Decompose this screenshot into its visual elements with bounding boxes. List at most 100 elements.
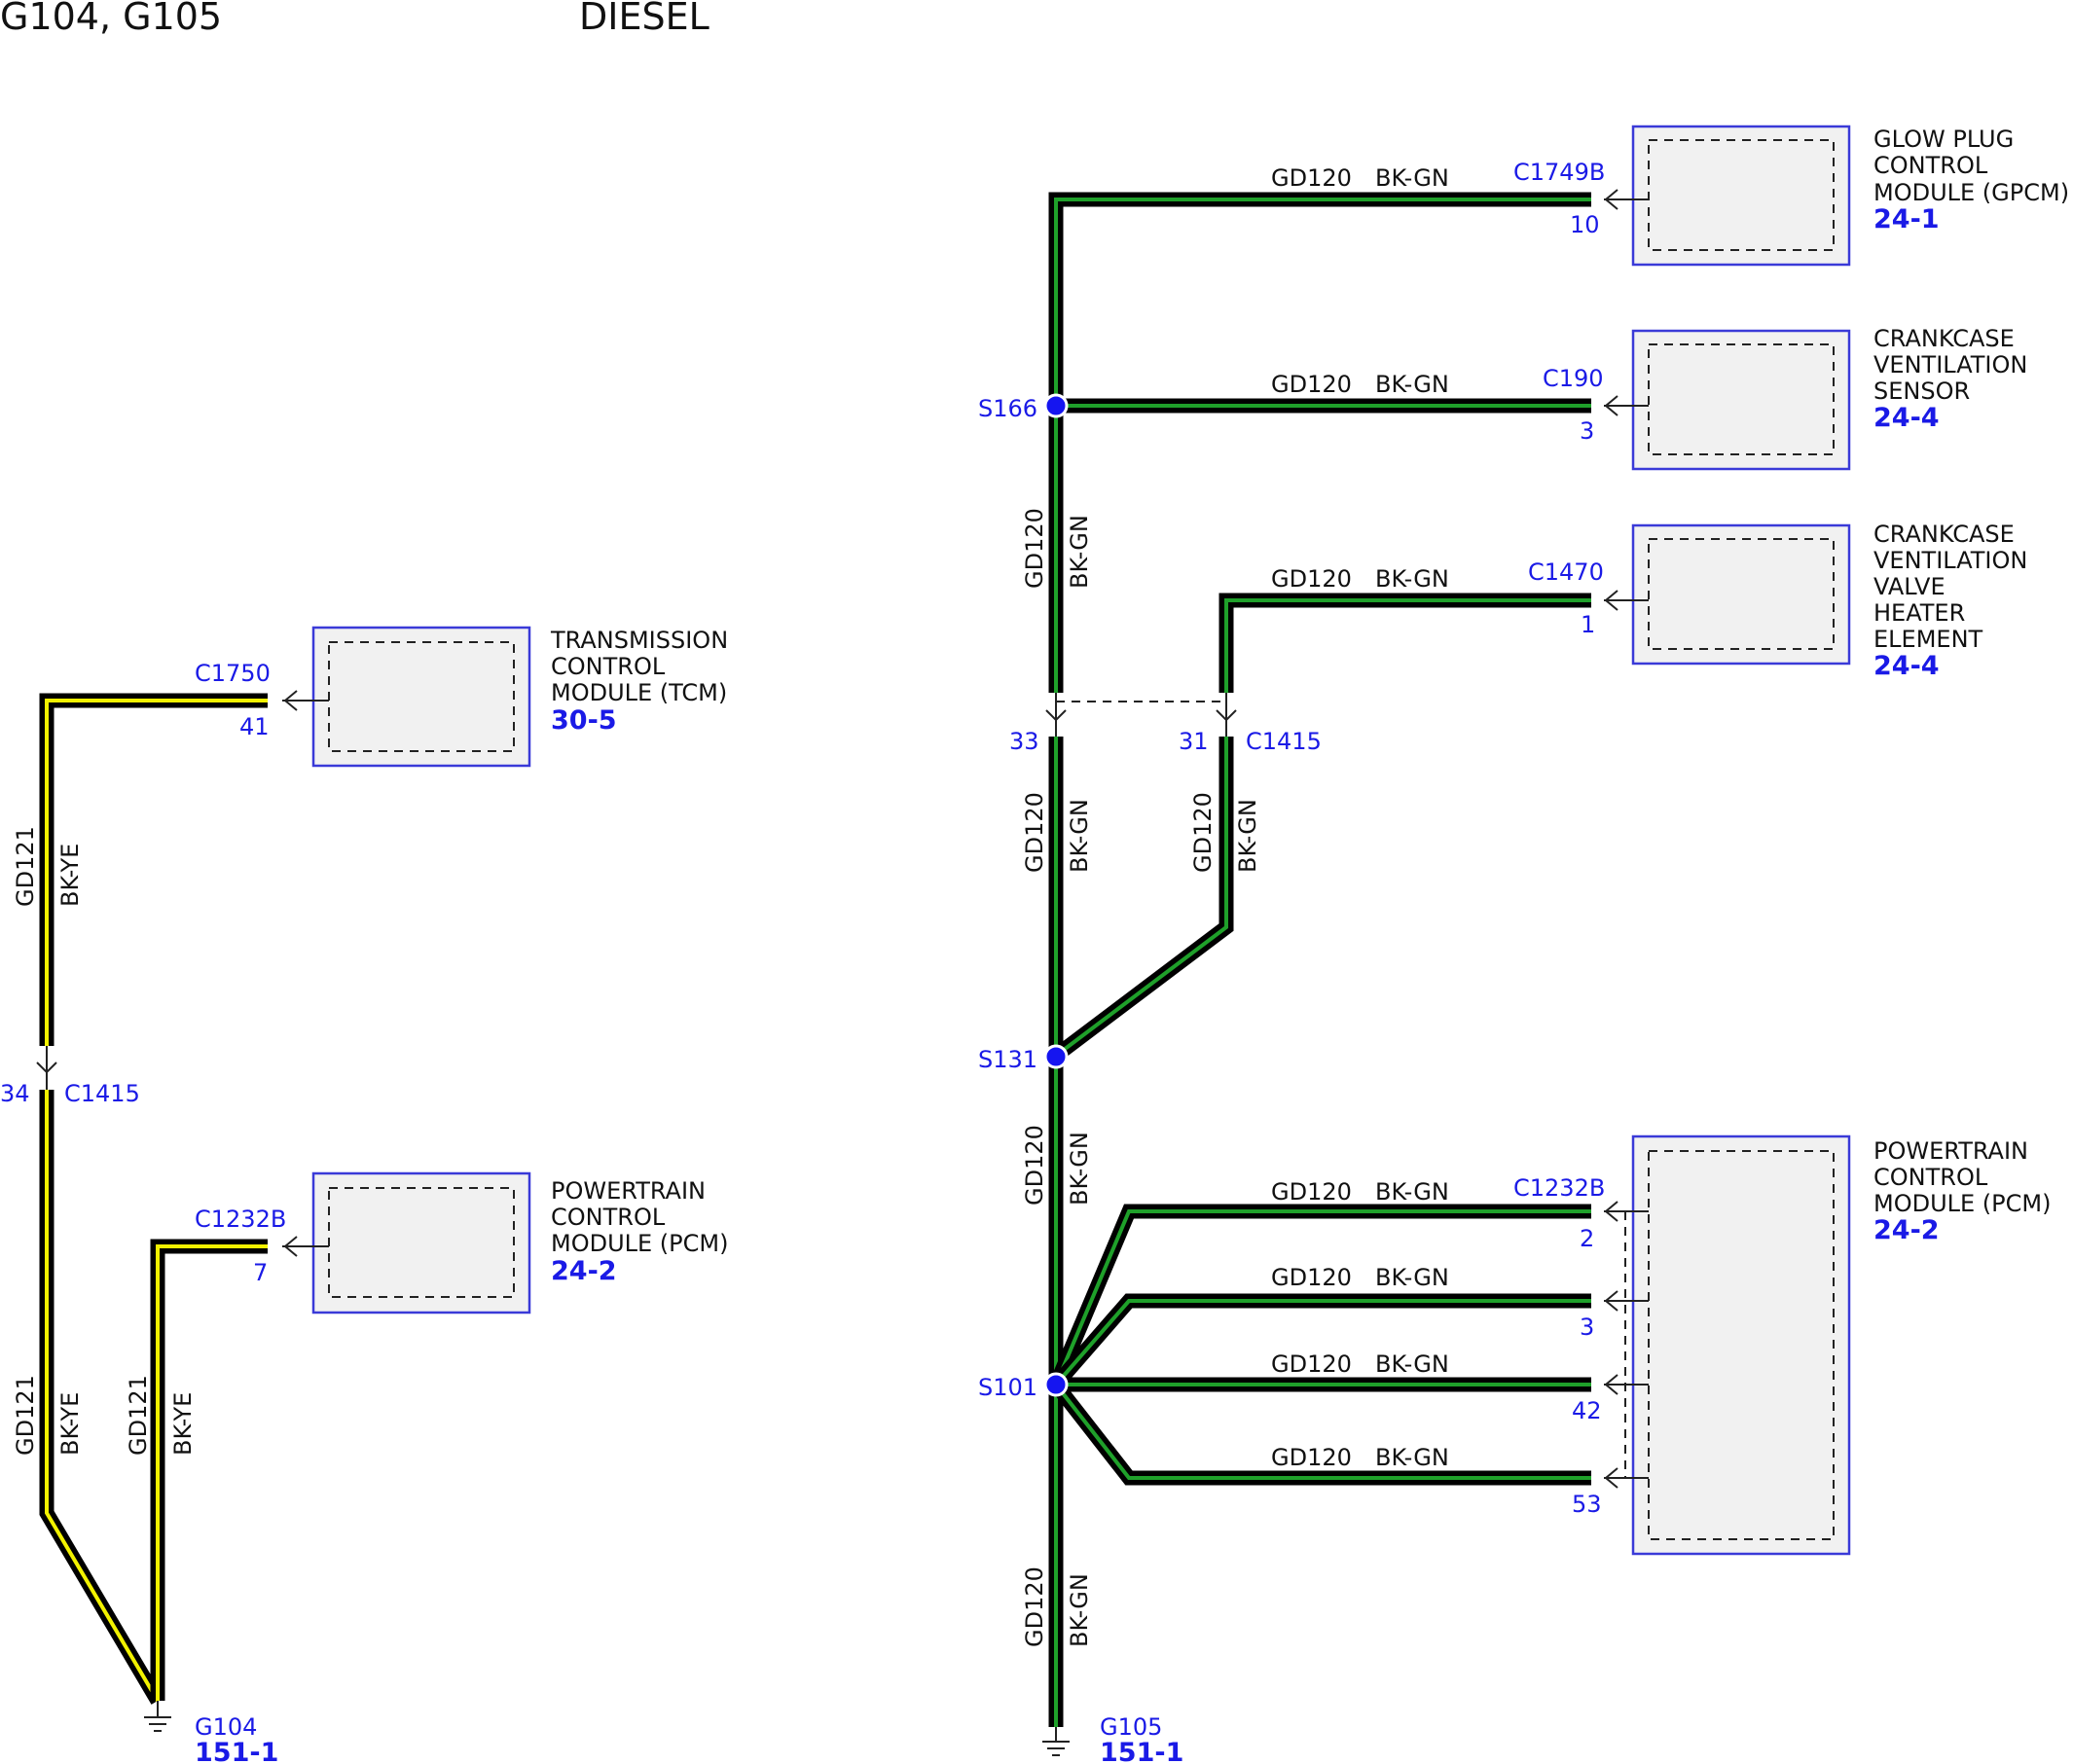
pcm-left-name-line2: CONTROL — [551, 1204, 666, 1231]
pcm-left-name-line3: MODULE (PCM) — [551, 1230, 728, 1257]
wire-label-circuit: GD120 — [1021, 1125, 1048, 1206]
ground-g104: G104 151-1 — [144, 1701, 278, 1764]
gpcm-page-ref: 24-1 — [1873, 204, 1940, 234]
pcm-left-page-ref: 24-2 — [551, 1256, 617, 1286]
c1415-right-label: C1415 — [1246, 728, 1322, 755]
g105-label: G105 — [1100, 1713, 1162, 1741]
wire-gd120-trunk-upper — [1048, 192, 1591, 693]
ccv-heater-name-line1: CRANKCASE — [1873, 521, 2015, 548]
tcm-name-line3: MODULE (TCM) — [551, 679, 727, 706]
wire-label-circuit: GD120 — [1189, 792, 1217, 873]
wire-gd121-c1415-to-g104 — [39, 1090, 164, 1705]
wire-label-color: BK-GN — [1375, 1264, 1449, 1291]
tcm-name-line2: CONTROL — [551, 653, 666, 680]
wire-label-circuit: GD120 — [1271, 1264, 1352, 1291]
wire-labels-horizontal: GD120 BK-GN GD120 BK-GN GD120 BK-GN GD12… — [1271, 164, 1449, 1471]
c1749b-pin: 10 — [1570, 211, 1600, 238]
ccv-heater-name-line3: VALVE — [1873, 573, 1946, 600]
wire-label-color: BK-GN — [1066, 1132, 1093, 1206]
c1415-right-pin-31: 31 — [1179, 728, 1209, 755]
s166-label: S166 — [978, 395, 1037, 422]
c1232b-left-label: C1232B — [195, 1206, 286, 1233]
wire-label-circuit: GD120 — [1021, 1566, 1048, 1647]
s101-label: S101 — [978, 1374, 1037, 1401]
wire-gd121-tcm — [39, 693, 268, 1046]
c190-pin: 3 — [1580, 417, 1594, 445]
wire-label-color: BK-YE — [169, 1392, 197, 1456]
ground-g105: G105 151-1 — [1042, 1713, 1183, 1764]
c1415-right-pin-33: 33 — [1009, 728, 1039, 755]
c1749b-label: C1749B — [1513, 159, 1605, 186]
gpcm-name-line3: MODULE (GPCM) — [1873, 179, 2069, 206]
splice-s101: S101 — [978, 1372, 1069, 1401]
pcm-left-name-line1: POWERTRAIN — [551, 1177, 706, 1205]
component-pcm-left: C1232B 7 POWERTRAIN CONTROL MODULE (PCM)… — [195, 1171, 728, 1314]
s131-label: S131 — [978, 1046, 1037, 1073]
wire-label-circuit: GD121 — [12, 1375, 39, 1456]
wire-label-circuit: GD120 — [1271, 565, 1352, 593]
component-crankcase-ventilation-sensor: C190 3 CRANKCASE VENTILATION SENSOR 24-4 — [1543, 325, 2027, 471]
wire-label-color: BK-GN — [1375, 1350, 1449, 1378]
ccv-sensor-name-line2: VENTILATION — [1873, 351, 2027, 378]
pcm-right-name-line2: CONTROL — [1873, 1164, 1988, 1191]
wire-gd120-pcm-pin2 — [1049, 1204, 1591, 1387]
component-tcm: C1750 41 TRANSMISSION CONTROL MODULE (TC… — [195, 626, 728, 768]
c1232b-right-label: C1232B — [1513, 1174, 1605, 1202]
g104-page-ref: 151-1 — [195, 1738, 278, 1764]
wire-gd120-ccv-heater — [1218, 593, 1591, 693]
c1470-pin: 1 — [1581, 611, 1595, 638]
wire-label-circuit: GD120 — [1021, 508, 1048, 589]
gpcm-name-line1: GLOW PLUG — [1873, 126, 2014, 153]
wire-label-circuit: GD120 — [1271, 371, 1352, 398]
pcm-right-name-line1: POWERTRAIN — [1873, 1137, 2028, 1165]
component-gpcm: C1749B 10 GLOW PLUG CONTROL MODULE (GPCM… — [1513, 125, 2069, 267]
ccv-heater-name-line4: HEATER — [1873, 599, 1965, 627]
connector-c1415-left: 34 C1415 — [0, 1046, 140, 1107]
ccv-sensor-name-line3: SENSOR — [1873, 378, 1970, 405]
wire-label-circuit: GD120 — [1271, 1350, 1352, 1378]
g105-page-ref: 151-1 — [1100, 1738, 1183, 1764]
wire-label-color: BK-GN — [1234, 799, 1261, 873]
c1750-label: C1750 — [195, 660, 271, 687]
wire-label-color: BK-YE — [56, 1392, 84, 1456]
diagram-title-variant: DIESEL — [579, 0, 709, 38]
wire-gd121-pcm — [150, 1239, 268, 1701]
ccv-heater-page-ref: 24-4 — [1873, 651, 1940, 681]
c1415-left-pin: 34 — [0, 1080, 30, 1107]
wire-label-color: BK-GN — [1066, 1573, 1093, 1647]
c1750-pin: 41 — [239, 713, 270, 740]
ccv-sensor-name-line1: CRANKCASE — [1873, 325, 2015, 352]
c1232b-left-pin: 7 — [253, 1259, 268, 1286]
c1232b-right-pin-53: 53 — [1572, 1491, 1602, 1518]
connector-c1415-right: 33 31 C1415 — [1009, 693, 1322, 755]
wire-gd120-pcm-pin3 — [1050, 1293, 1591, 1389]
c1415-left-label: C1415 — [64, 1080, 140, 1107]
wire-gd120-c1415-pin31 — [1051, 737, 1234, 1062]
wire-label-color: BK-GN — [1066, 799, 1093, 873]
wire-label-color: BK-GN — [1375, 565, 1449, 593]
g104-label: G104 — [195, 1713, 257, 1741]
pcm-right-name-line3: MODULE (PCM) — [1873, 1190, 2051, 1217]
wire-label-circuit: GD121 — [125, 1375, 152, 1456]
diagram-title-grounds: G104, G105 — [0, 0, 222, 38]
wire-label-circuit: GD120 — [1271, 1178, 1352, 1206]
ccv-heater-name-line2: VENTILATION — [1873, 547, 2027, 574]
gpcm-name-line2: CONTROL — [1873, 152, 1988, 179]
wire-label-circuit: GD120 — [1271, 164, 1352, 192]
component-crankcase-ventilation-valve-heater: C1470 1 CRANKCASE VENTILATION VALVE HEAT… — [1528, 521, 2027, 681]
pcm-right-page-ref: 24-2 — [1873, 1215, 1940, 1245]
tcm-name-line1: TRANSMISSION — [550, 627, 728, 654]
wire-label-color: BK-GN — [1066, 515, 1093, 589]
splice-s131: S131 — [978, 1044, 1069, 1073]
component-pcm-right: C1232B 2 3 42 53 POWERTRAIN CONTROL MODU… — [1513, 1134, 2051, 1556]
ccv-sensor-page-ref: 24-4 — [1873, 403, 1940, 433]
tcm-page-ref: 30-5 — [551, 705, 617, 736]
wire-label-circuit: GD120 — [1021, 792, 1048, 873]
wire-gd120-pcm-pin53 — [1050, 1380, 1591, 1486]
ccv-heater-name-line5: ELEMENT — [1873, 626, 1983, 653]
c1232b-right-pin-2: 2 — [1580, 1225, 1594, 1252]
c1470-label: C1470 — [1528, 558, 1604, 586]
wire-label-color: BK-YE — [56, 844, 84, 907]
wire-label-color: BK-GN — [1375, 1444, 1449, 1471]
